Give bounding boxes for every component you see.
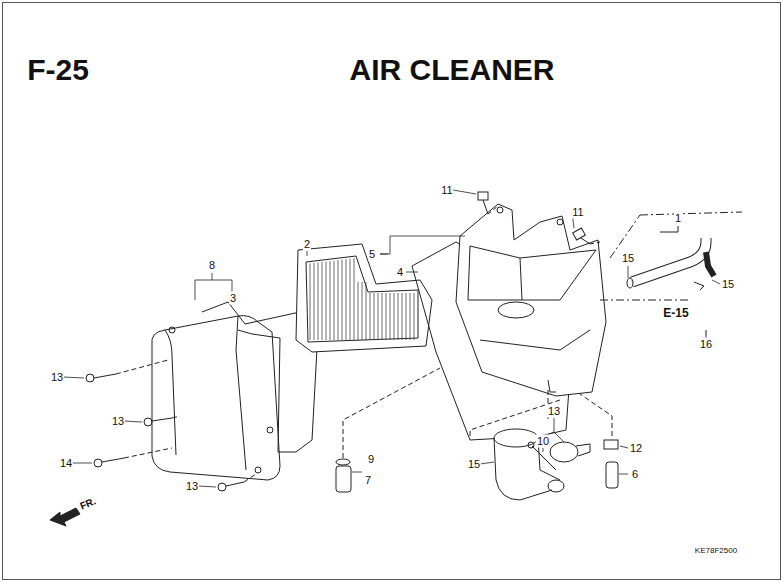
- callout-number: 15: [621, 252, 635, 265]
- callout-number: 13: [185, 480, 199, 493]
- screw: [86, 374, 244, 491]
- callout-number: 13: [111, 415, 125, 428]
- diagram-title: AIR CLEANER: [348, 54, 555, 86]
- clip: [604, 440, 618, 488]
- callout-number: 6: [631, 468, 639, 481]
- callout-number: 13: [547, 405, 561, 418]
- callout-number: 1: [674, 212, 682, 225]
- page-code: F-25: [26, 54, 90, 86]
- filter-element: [296, 244, 432, 352]
- callout-number: 13: [50, 371, 64, 384]
- callout-number: 8: [208, 259, 216, 272]
- callout-number: 9: [367, 453, 375, 466]
- section-reference: E-15: [662, 306, 689, 320]
- frame: [3, 3, 781, 580]
- screw: [532, 446, 556, 470]
- callout-number: 14: [59, 457, 73, 470]
- front-marker: FR.: [77, 495, 98, 513]
- callout-number: 5: [368, 248, 376, 261]
- callout-number: 15: [721, 278, 735, 291]
- callout-number: 11: [440, 184, 453, 197]
- cover: [152, 316, 280, 480]
- callout-number: 2: [303, 238, 311, 251]
- callout-number: 11: [571, 206, 584, 219]
- drawing-code: KE78F2500: [694, 546, 738, 556]
- front-arrow: [50, 508, 80, 526]
- air-cleaner-case: [456, 204, 606, 396]
- callout-number: 12: [629, 442, 643, 455]
- callout-number: 3: [229, 292, 237, 305]
- callout-number: 4: [396, 266, 404, 279]
- drain-plug: [336, 459, 351, 492]
- intake-duct: [494, 429, 564, 500]
- clamp: [550, 442, 590, 462]
- tube: [627, 238, 714, 290]
- callout-number: 15: [467, 458, 481, 471]
- callout-number: 10: [536, 435, 550, 448]
- bolt: [478, 192, 590, 244]
- callout-number: 16: [699, 338, 713, 351]
- callout-number: 7: [364, 474, 372, 487]
